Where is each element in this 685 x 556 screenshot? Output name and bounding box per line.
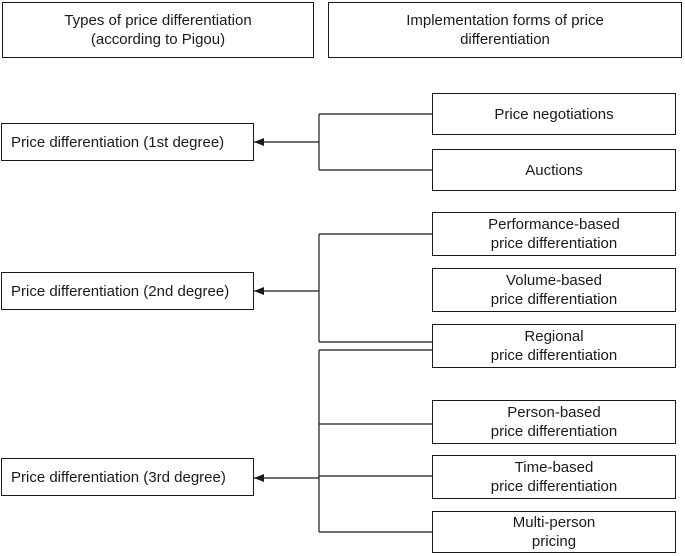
bracket-3rd-degree xyxy=(318,349,432,533)
degree-1st-box: Price differentiation (1st degree) xyxy=(1,123,254,161)
degree-3rd-box: Price differentiation (3rd degree) xyxy=(1,458,254,496)
header-forms: Implementation forms of price differenti… xyxy=(328,2,682,58)
form-price-negotiations: Price negotiations xyxy=(432,93,676,135)
form-person-based: Person-based price differentiation xyxy=(432,400,676,444)
form-auctions: Auctions xyxy=(432,149,676,191)
header-types: Types of price differentiation (accordin… xyxy=(2,2,314,58)
degree-2nd-box: Price differentiation (2nd degree) xyxy=(1,272,254,310)
form-time-based: Time-based price differentiation xyxy=(432,455,676,499)
bracket-2nd-degree xyxy=(318,233,432,343)
bracket-1st-degree xyxy=(318,113,432,171)
form-regional: Regional price differentiation xyxy=(432,324,676,368)
form-volume-based: Volume-based price differentiation xyxy=(432,268,676,312)
form-performance-based: Performance-based price differentiation xyxy=(432,212,676,256)
form-multi-person: Multi-person pricing xyxy=(432,511,676,553)
